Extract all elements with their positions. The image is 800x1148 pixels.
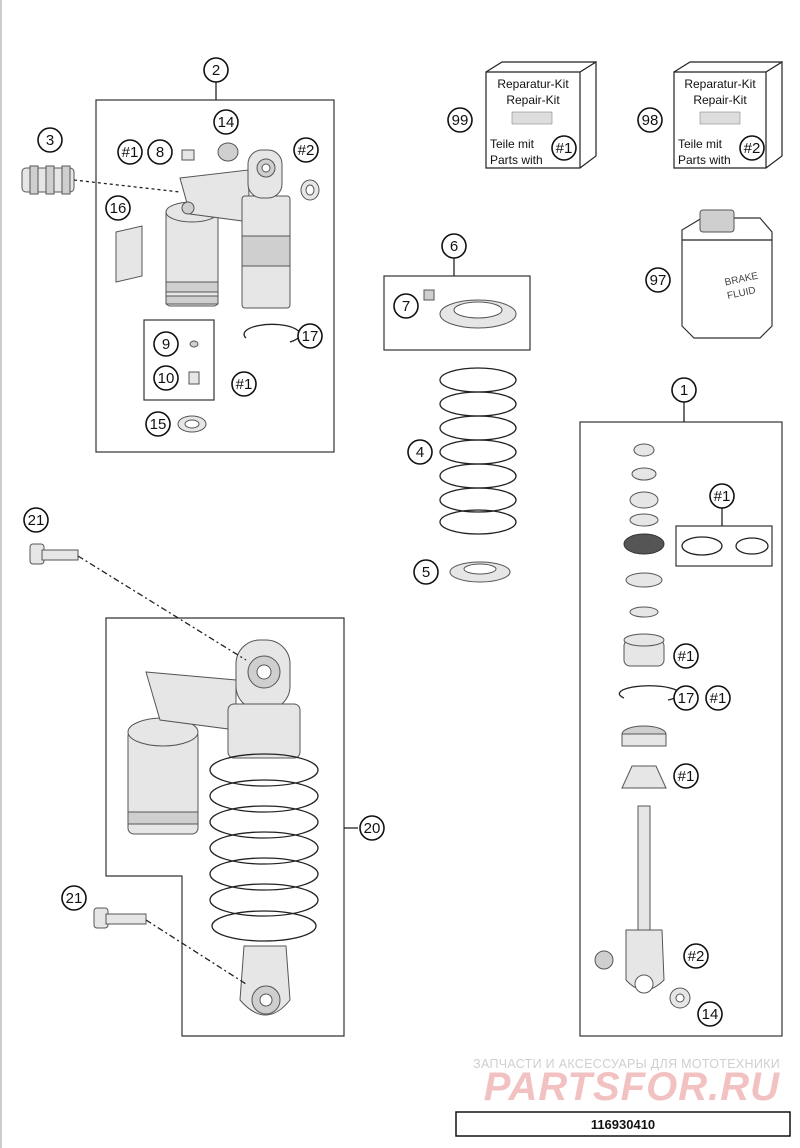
svg-text:#1: #1 <box>122 144 139 161</box>
svg-text:#1: #1 <box>678 648 695 665</box>
svg-text:20: 20 <box>364 820 381 837</box>
svg-text:14: 14 <box>702 1006 719 1023</box>
svg-text:15: 15 <box>150 416 167 433</box>
bolt-21-top <box>29 543 247 661</box>
callout-kit2-b: #2 <box>739 135 765 161</box>
svg-text:21: 21 <box>66 890 83 907</box>
callout-16: 16 <box>105 195 131 221</box>
kit99-line3: Teile mit <box>490 137 535 151</box>
brake-fluid-can: BRAKE FLUID <box>681 209 773 339</box>
svg-text:3: 3 <box>46 132 54 149</box>
svg-text:17: 17 <box>678 690 695 707</box>
callout-10: 10 <box>153 365 179 391</box>
callout-99: 99 <box>447 107 473 133</box>
svg-text:10: 10 <box>158 370 175 387</box>
callout-kit1-e: #1 <box>673 643 699 669</box>
svg-text:98: 98 <box>642 112 659 129</box>
kit99-line2: Repair-Kit <box>506 93 560 107</box>
group-20-assembled-shock <box>105 617 358 1037</box>
group-6-box <box>383 258 531 351</box>
callout-5: 5 <box>413 559 439 585</box>
svg-text:4: 4 <box>416 444 424 461</box>
svg-text:#1: #1 <box>236 376 253 393</box>
ktm-logo <box>699 111 741 125</box>
group-2-box <box>95 82 335 453</box>
callout-3: 3 <box>37 127 63 153</box>
callout-kit1-f: #1 <box>705 685 731 711</box>
callout-17-b: 17 <box>673 685 699 711</box>
svg-text:1: 1 <box>680 382 688 399</box>
callout-kit2-c: #2 <box>683 943 709 969</box>
repair-kit-98: Reparatur-Kit Repair-Kit Teile mit Parts… <box>673 60 783 169</box>
callout-kit2-a: #2 <box>293 137 319 163</box>
ktm-logo <box>511 111 553 125</box>
callout-9: 9 <box>153 331 179 357</box>
callout-kit1-b: #1 <box>231 371 257 397</box>
callout-21-b: 21 <box>61 885 87 911</box>
svg-text:21: 21 <box>28 512 45 529</box>
kit98-line1: Reparatur-Kit <box>684 77 756 91</box>
callout-kit1-a: #1 <box>117 139 143 165</box>
callout-6: 6 <box>441 233 467 259</box>
callout-7: 7 <box>393 293 419 319</box>
callout-15: 15 <box>145 411 171 437</box>
svg-text:9: 9 <box>162 336 170 353</box>
callout-17-a: 17 <box>297 323 323 349</box>
callout-14-b: 14 <box>697 1001 723 1027</box>
watermark-logo: PARTSFOR.RU <box>484 1065 780 1109</box>
callout-kit1-g: #1 <box>673 763 699 789</box>
callout-98: 98 <box>637 107 663 133</box>
callout-4: 4 <box>407 439 433 465</box>
kit98-line4: Parts with <box>678 153 731 167</box>
svg-text:#2: #2 <box>688 948 705 965</box>
kit99-line4: Parts with <box>490 153 543 167</box>
callout-20: 20 <box>359 815 385 841</box>
svg-text:99: 99 <box>452 112 469 129</box>
svg-text:#1: #1 <box>710 690 727 707</box>
svg-text:14: 14 <box>218 114 235 131</box>
group-1-box <box>579 402 783 1037</box>
callout-97: 97 <box>645 267 671 293</box>
svg-text:17: 17 <box>302 328 319 345</box>
kit98-line3: Teile mit <box>678 137 723 151</box>
kit99-line1: Reparatur-Kit <box>497 77 569 91</box>
svg-text:#2: #2 <box>298 142 315 159</box>
kit98-line2: Repair-Kit <box>693 93 747 107</box>
callout-21-a: 21 <box>23 507 49 533</box>
svg-text:97: 97 <box>650 272 667 289</box>
svg-text:#1: #1 <box>714 488 731 505</box>
callout-8: 8 <box>147 139 173 165</box>
callout-14-a: 14 <box>213 109 239 135</box>
repair-kit-99: Reparatur-Kit Repair-Kit Teile mit Parts… <box>485 60 597 169</box>
svg-text:6: 6 <box>450 238 458 255</box>
callout-1: 1 <box>671 377 697 403</box>
watermark-tagline: ЗАПЧАСТИ И АКСЕССУАРЫ ДЛЯ МОТОТЕХНИКИ <box>473 1057 780 1071</box>
svg-text:16: 16 <box>110 200 127 217</box>
callout-kit1-d: #1 <box>709 483 735 509</box>
bolt-21-bottom <box>93 907 247 985</box>
spring-4 <box>439 367 517 583</box>
callout-2: 2 <box>203 57 229 83</box>
diagram-code-box: 116930410 <box>455 1111 791 1137</box>
svg-text:#2: #2 <box>744 140 761 157</box>
part-3-adjuster <box>21 165 181 195</box>
callout-kit1-c: #1 <box>551 135 577 161</box>
svg-text:#1: #1 <box>556 140 573 157</box>
svg-text:5: 5 <box>422 564 430 581</box>
svg-text:7: 7 <box>402 298 410 315</box>
svg-text:2: 2 <box>212 62 220 79</box>
svg-text:8: 8 <box>156 144 164 161</box>
svg-text:#1: #1 <box>678 768 695 785</box>
diagram-code: 116930410 <box>591 1117 655 1132</box>
